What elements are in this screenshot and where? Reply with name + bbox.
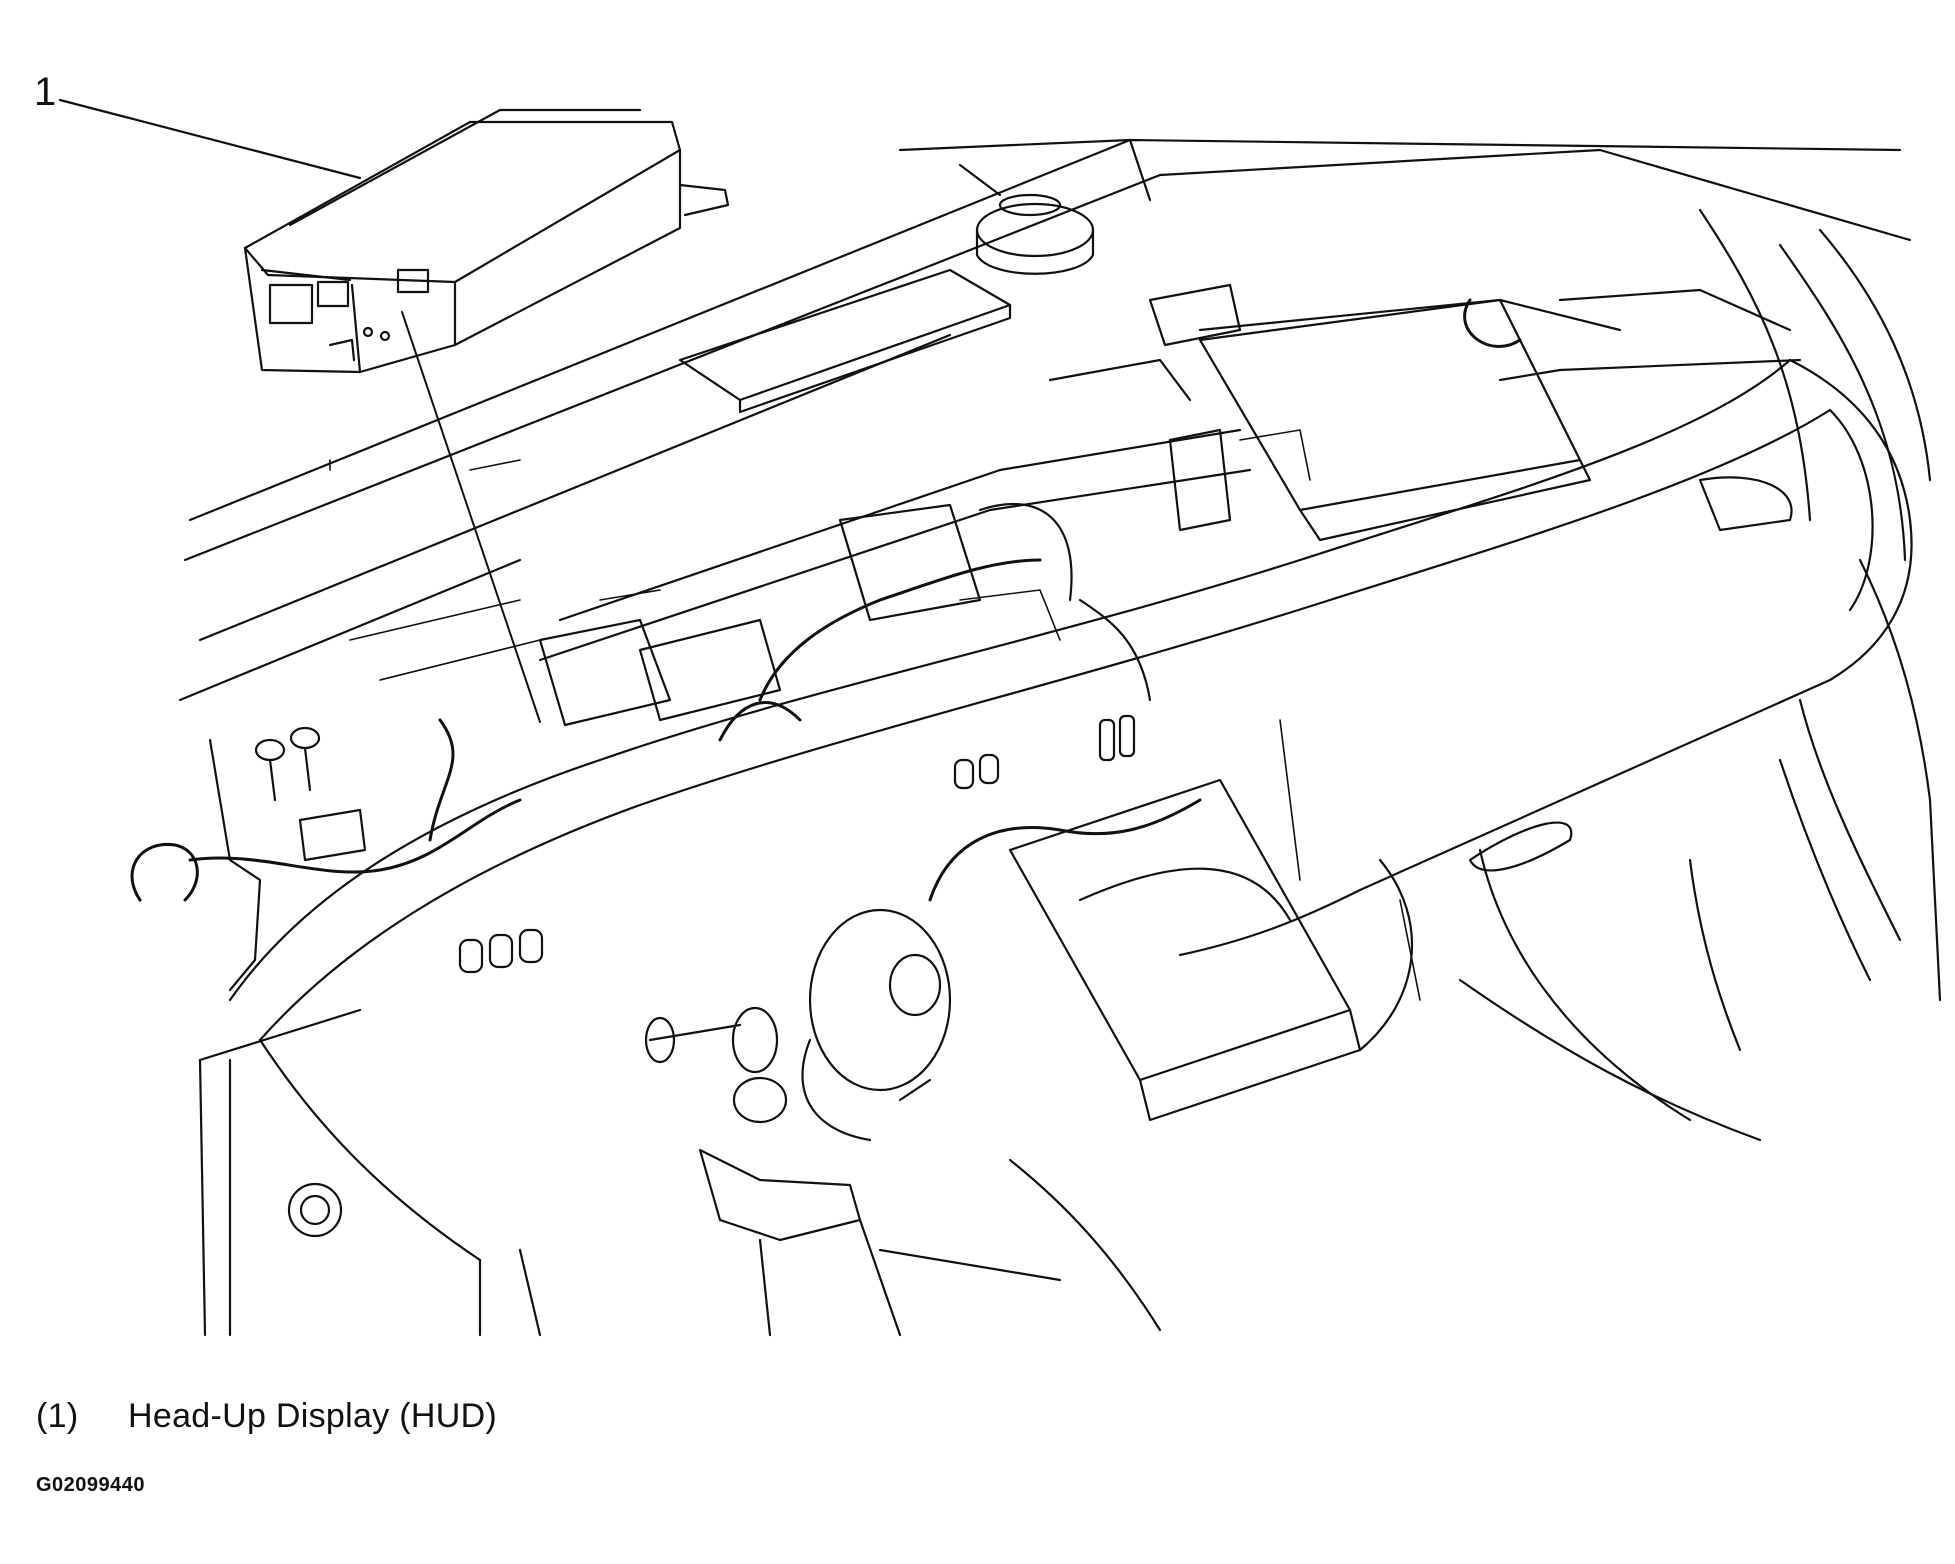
dashboard-line-drawing bbox=[58, 98, 1942, 1337]
knee-bolster bbox=[1008, 778, 1762, 1142]
misc-detail-strokes bbox=[329, 429, 1421, 1001]
wiring-harness bbox=[130, 298, 1522, 902]
hud-install-guide-line bbox=[401, 311, 541, 723]
fluid-reservoir-cap bbox=[958, 163, 1095, 275]
cowl-cross-members bbox=[538, 283, 1792, 662]
cowl-and-windshield-lines bbox=[178, 138, 1932, 702]
legend-item-1-number: (1) bbox=[36, 1397, 79, 1435]
figure-id: G02099440 bbox=[36, 1474, 146, 1496]
left-mounting-brackets bbox=[208, 726, 367, 992]
instrument-panel-pad bbox=[228, 358, 1913, 1042]
callout-1-number: 1 bbox=[34, 70, 57, 114]
instrument-panel-vents bbox=[458, 476, 1793, 974]
center-hvac-ducts bbox=[538, 502, 1152, 727]
defroster-panel bbox=[678, 268, 1012, 414]
passenger-airbag-module bbox=[1168, 298, 1592, 542]
column-lower-shroud bbox=[698, 1148, 1162, 1337]
right-body-lines bbox=[1478, 558, 1942, 1122]
steering-column bbox=[644, 908, 952, 1142]
legend-item-1-label: Head-Up Display (HUD) bbox=[128, 1397, 498, 1435]
legend-item-1: (1) Head-Up Display (HUD) bbox=[36, 1397, 498, 1435]
hud-module-drawing bbox=[243, 108, 730, 374]
left-lower-panel bbox=[198, 1008, 542, 1337]
callout-1-leader-line bbox=[58, 98, 362, 180]
